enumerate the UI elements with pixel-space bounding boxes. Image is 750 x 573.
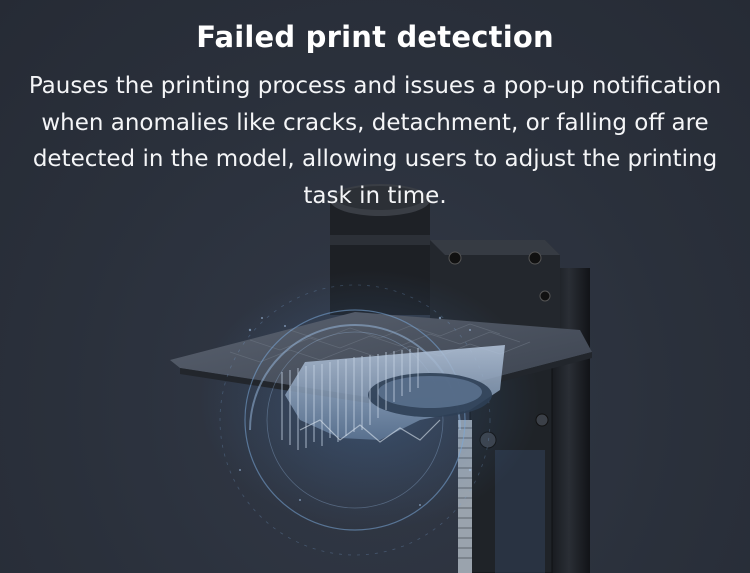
scan-rings: [219, 284, 491, 556]
printed-model: [281, 345, 505, 450]
feature-description: Pauses the printing process and issues a…: [28, 73, 722, 209]
page-title: Failed print detection: [196, 20, 554, 54]
particles: [239, 316, 472, 506]
